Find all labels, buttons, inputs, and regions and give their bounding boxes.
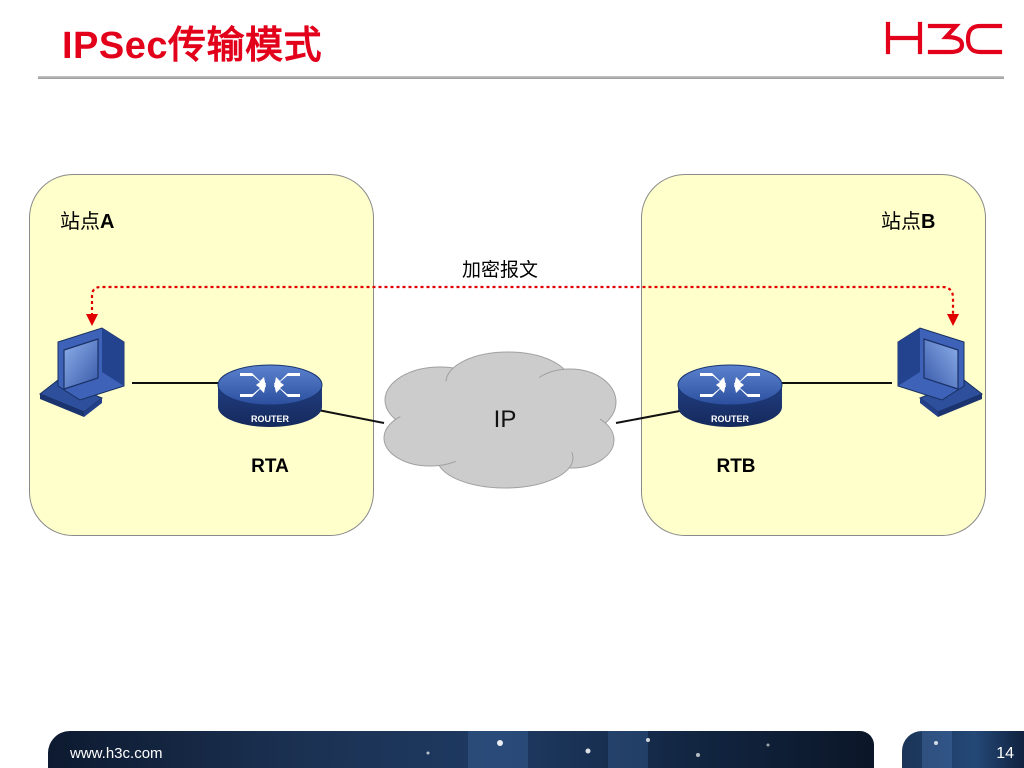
site-b-label: 站点B [881,211,936,233]
h3c-logo [885,21,1003,55]
page-number: 14 [996,745,1014,762]
tunnel-arrow-left-icon [86,314,98,326]
router-b-label: RTB [716,456,756,477]
title-divider [38,76,1004,79]
host-b-computer-icon [897,327,983,418]
rta-to-cloud-link [317,409,385,424]
tunnel-arrow-right-icon [947,314,959,326]
host-a-computer-icon [39,327,125,418]
footer-light-streaks [426,731,770,768]
footer-url[interactable]: www.h3c.com [70,745,163,762]
tunnel-label: 加密报文 [461,260,538,281]
footer-bar [48,731,874,768]
cloud-label: IP [493,406,517,433]
slide-title: IPSec传输模式 [62,25,323,67]
site-a-label: 站点A [60,211,115,233]
encrypted-tunnel-path [90,285,955,316]
rtb-badge: ROUTER [711,414,750,424]
footer-page-panel [902,731,1024,768]
rta-badge: ROUTER [251,414,290,424]
footer-right-streaks [922,731,952,768]
cloud-to-rtb-link [615,409,686,424]
router-a-label: RTA [251,456,289,477]
